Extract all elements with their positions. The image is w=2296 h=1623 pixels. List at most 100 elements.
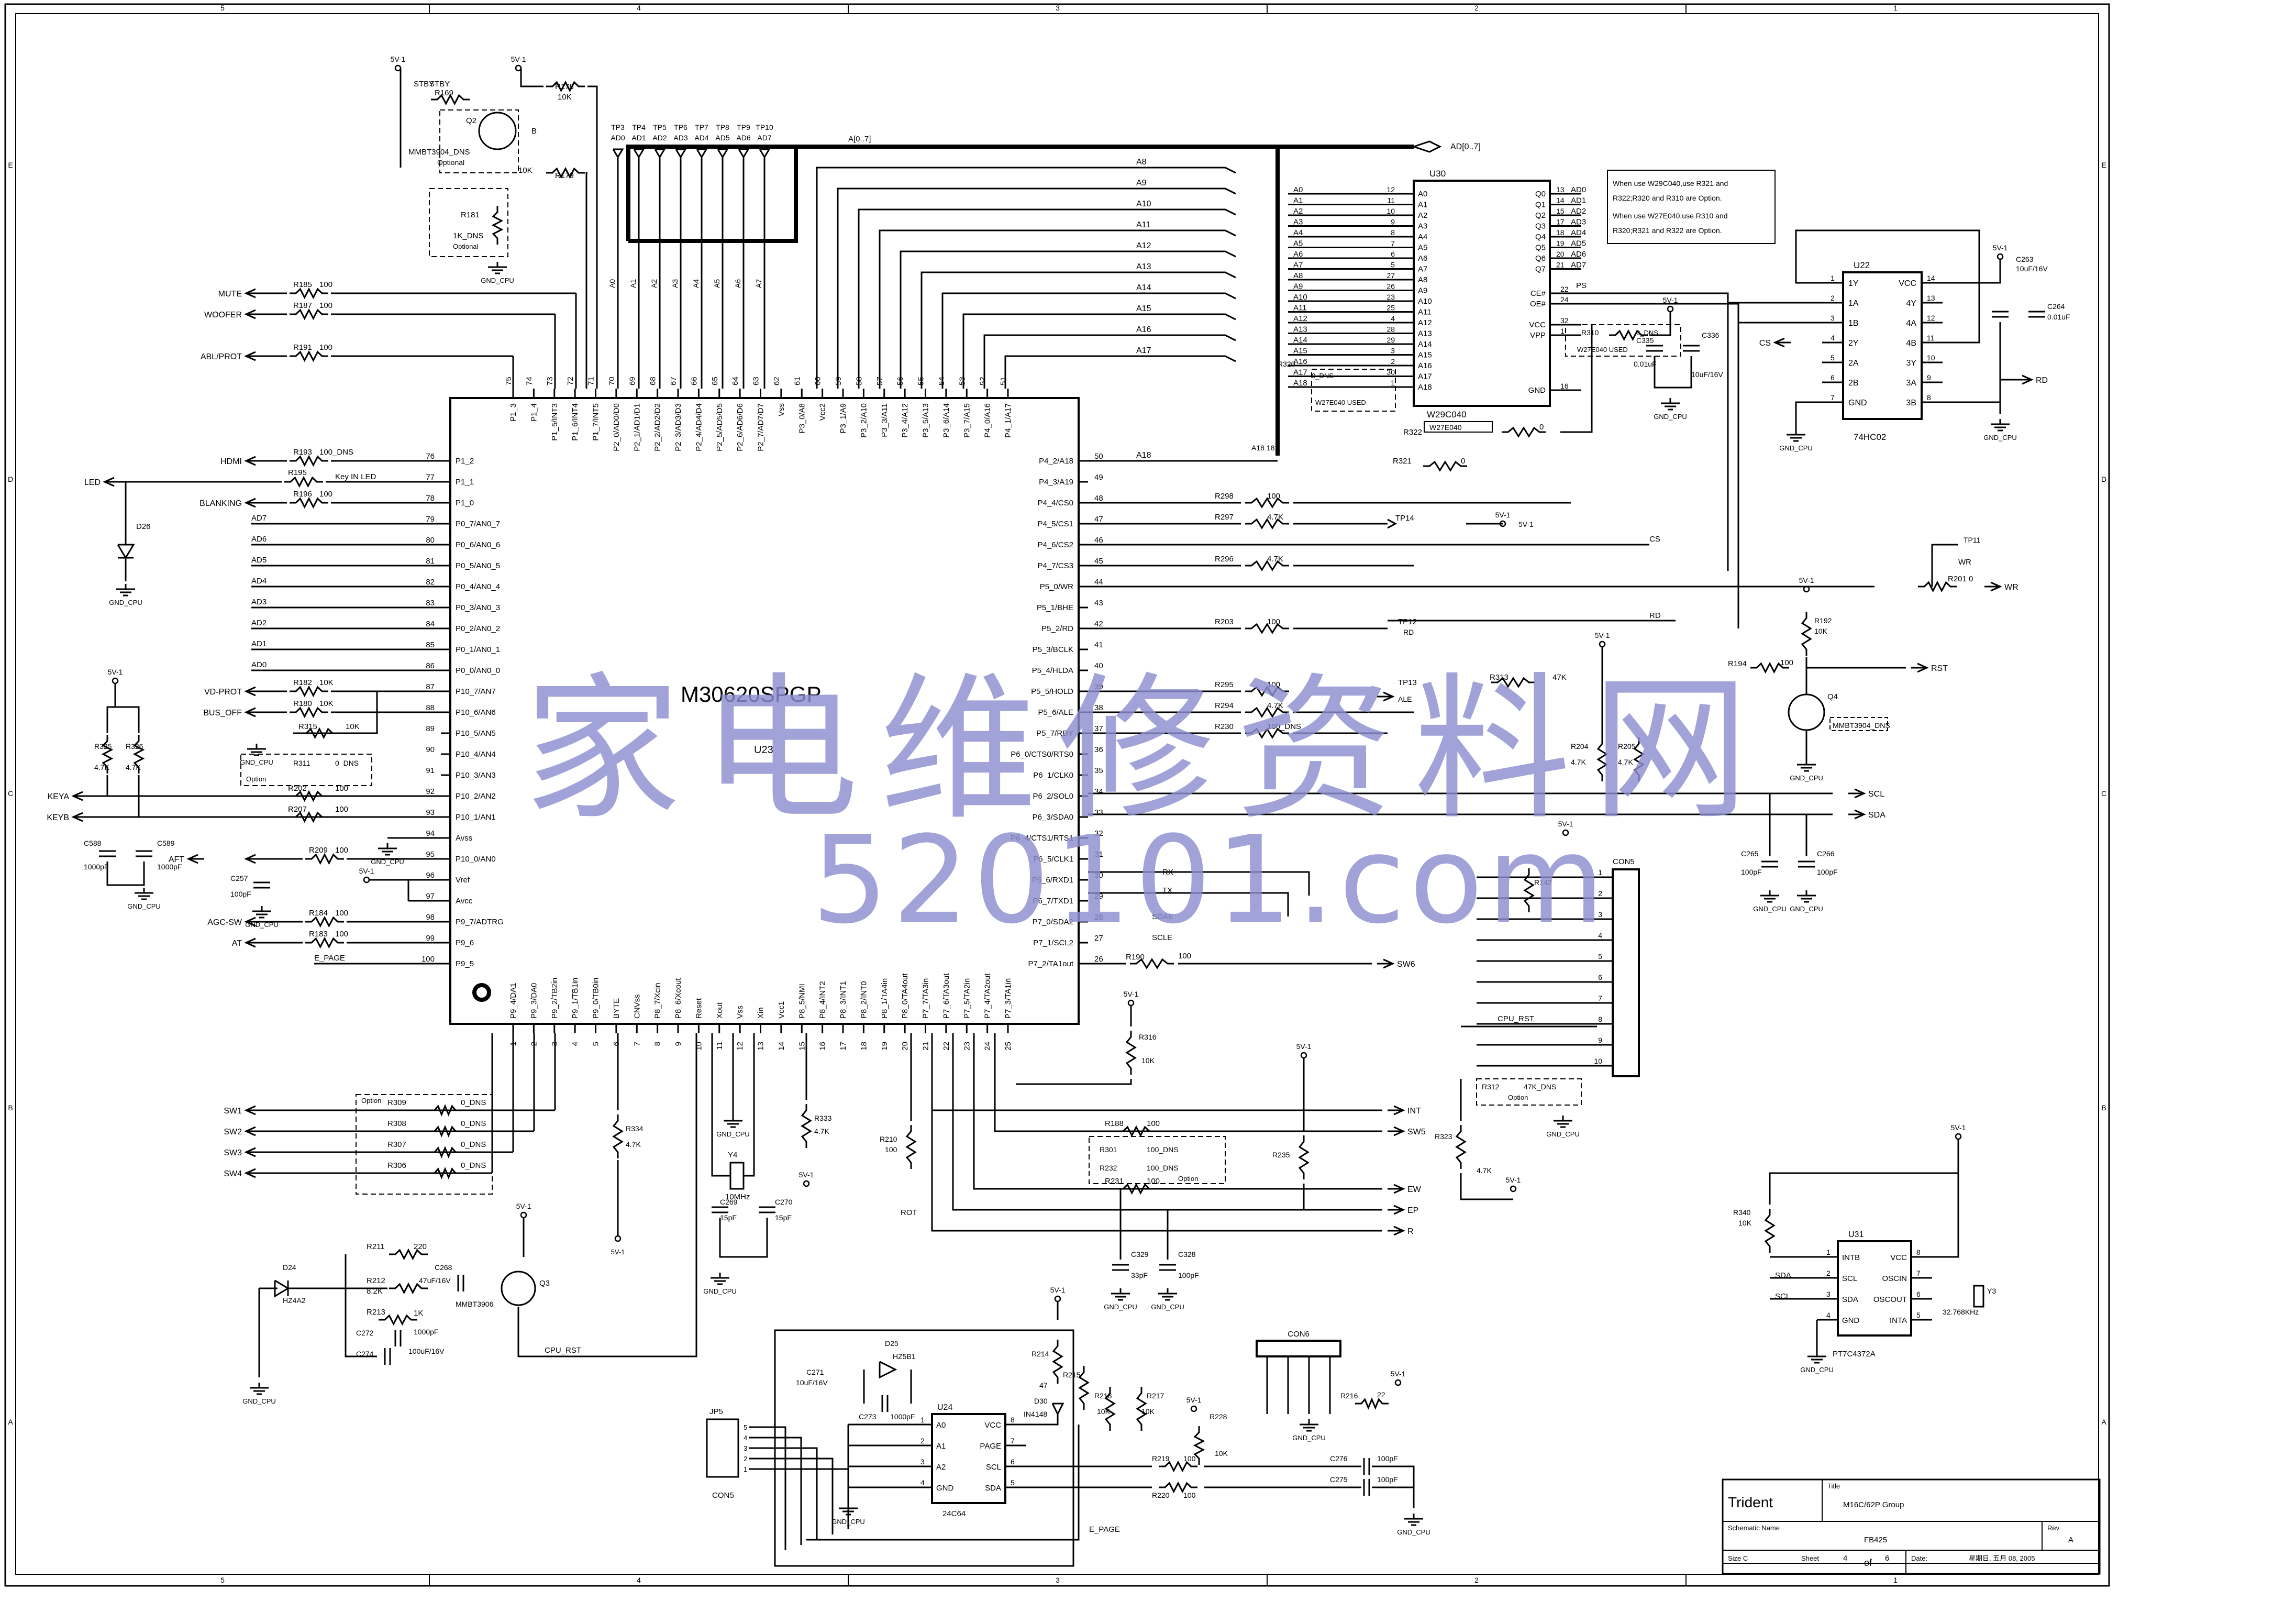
net-label: RST [1931,664,1948,673]
net-label: WOOFER [204,311,242,319]
wire [1943,259,2001,284]
mcu-pin-name: P10_2/AN2 [456,792,496,801]
net-label: CS [1649,535,1660,544]
u22-pin-name: 2Y [1848,339,1859,348]
u24-pin-number: 4 [920,1478,925,1487]
resistor-ref: R220 [1152,1491,1170,1499]
diode-d30 [1051,1403,1064,1416]
wire [1795,401,1822,429]
resistor-ref: R187 [293,301,312,310]
resistor-ref: R182 [293,678,312,687]
diode-d25 [879,1361,897,1379]
cap-value: 100pF [1377,1475,1398,1484]
u22-part: 74HC02 [1854,432,1886,442]
mcu-pin-number: 78 [426,494,435,503]
con5-pin-number: 6 [1598,973,1602,981]
mcu-pin-name: P6_0/CTS0/RTS0 [1011,750,1073,759]
resistor-value: 0 [1461,457,1465,466]
resistor-R308 [428,1125,462,1138]
u22-pin-number: 5 [1831,354,1835,362]
mcu-pin-number: 86 [426,661,435,670]
flash-pin-number: 29 [1387,336,1395,344]
cap-value: 1000pF [890,1412,915,1421]
resistor-ref: R196 [293,490,312,499]
option-box [356,1094,493,1195]
testpoint-symbol [738,148,750,159]
bus-label: A[0..7] [848,135,871,143]
resistor-value: 0 [1969,575,1973,583]
con5-pin-number: 2 [1598,889,1602,898]
flash-pin-name: A18 [1418,383,1432,392]
flash-data-net: AD2 [1571,207,1586,216]
mcu-pin-number: 39 [1094,682,1103,691]
net-label: INT [1407,1107,1421,1116]
resistor-ref: R213 [367,1308,385,1317]
flash-data-net: AD5 [1571,239,1586,248]
wire [520,68,544,87]
con5-pin-number: 8 [1598,1015,1602,1023]
rev-label: Rev [2047,1524,2060,1532]
address-label: A16 [1136,325,1151,334]
mcu-pin-number: 61 [793,377,802,385]
flash-pin-number: 4 [1391,314,1395,323]
address-line [900,250,1236,389]
testpoint-ref: TP9 [737,123,750,131]
mcu-pin-name: P3_1/A9 [839,403,848,434]
flash-addr-label: A13 [1293,325,1307,334]
cap-ref: C336 [1702,331,1720,339]
mcu-pin-number: 83 [426,599,435,608]
flash-pin-name: A16 [1418,361,1432,370]
wire [749,1426,786,1550]
flash-pin-name: A14 [1418,340,1432,349]
r310 [1609,329,1648,341]
power-label: 5V-1 [359,867,374,875]
mcu-pin-name: P6_5/CLK1 [1033,855,1073,864]
testpoint-symbol [633,148,645,159]
mcu-pin-name: P7_6/TA3out [942,973,951,1019]
address-label: A15 [1136,304,1151,313]
mcu-pin-name: P7_2/TA1out [1028,959,1074,968]
mcu-pin-name: Vcc1 [777,1001,786,1019]
mcu-pin-number: 67 [669,377,678,385]
resistor-R298 [1245,497,1289,509]
resistor-ref: R185 [293,280,312,289]
mcu-pin-number: 85 [426,641,435,649]
resistor-ref: R308 [387,1119,406,1128]
mcu-pin-name: P8_0/TA4out [901,973,909,1019]
mcu-pin-name: P10_1/AN1 [456,813,496,822]
crystal-ref: Y4 [728,1151,737,1160]
mcu-pin-number: 62 [772,377,781,385]
u22-pin-name: 3A [1906,379,1916,388]
wire [587,85,598,389]
power-label: 5V-1 [1951,1123,1966,1132]
mcu-pin-number: 100 [422,955,435,964]
resistor-value: 10K [558,93,572,102]
r195 [284,476,323,488]
mcu-pin-name: P8_6/Xcout [674,978,683,1019]
resistor-ref: R190 [1126,953,1145,962]
resistor-value: 4.7K [1267,555,1283,564]
mcu-pin-name: P10_6/AN6 [456,708,496,717]
power-label: 5V-1 [391,55,406,63]
net-label: AD4 [251,577,267,586]
resistor-R188 [1117,1125,1156,1138]
resistor-ref: R313 [1490,673,1509,682]
address-line [879,229,1236,389]
u22-pin-name: 4B [1906,339,1916,348]
mcu-pin-number: 65 [711,377,719,385]
resistor-ref: R183 [309,930,328,939]
mcu-pin-name: P4_4/CS0 [1038,499,1073,507]
power-label: 5V-1 [1124,990,1139,998]
u24-pin-number: 3 [920,1458,925,1466]
pin-label: B [531,127,537,136]
resistor-value: 100 [319,301,332,310]
resistor-ref: R180 [293,699,312,708]
flash-pin-name: A0 [1418,190,1427,198]
border-row-label: B [8,1103,13,1112]
mcu-pin-name: P5_6/ALE [1038,708,1073,717]
net-label: SW3 [224,1149,242,1157]
mcu-pin-name: P1_3 [509,403,518,422]
option-box [1565,324,1681,357]
flash-addr-label: A1 [1293,196,1303,205]
ground-label: GND_CPU [1546,1130,1580,1138]
